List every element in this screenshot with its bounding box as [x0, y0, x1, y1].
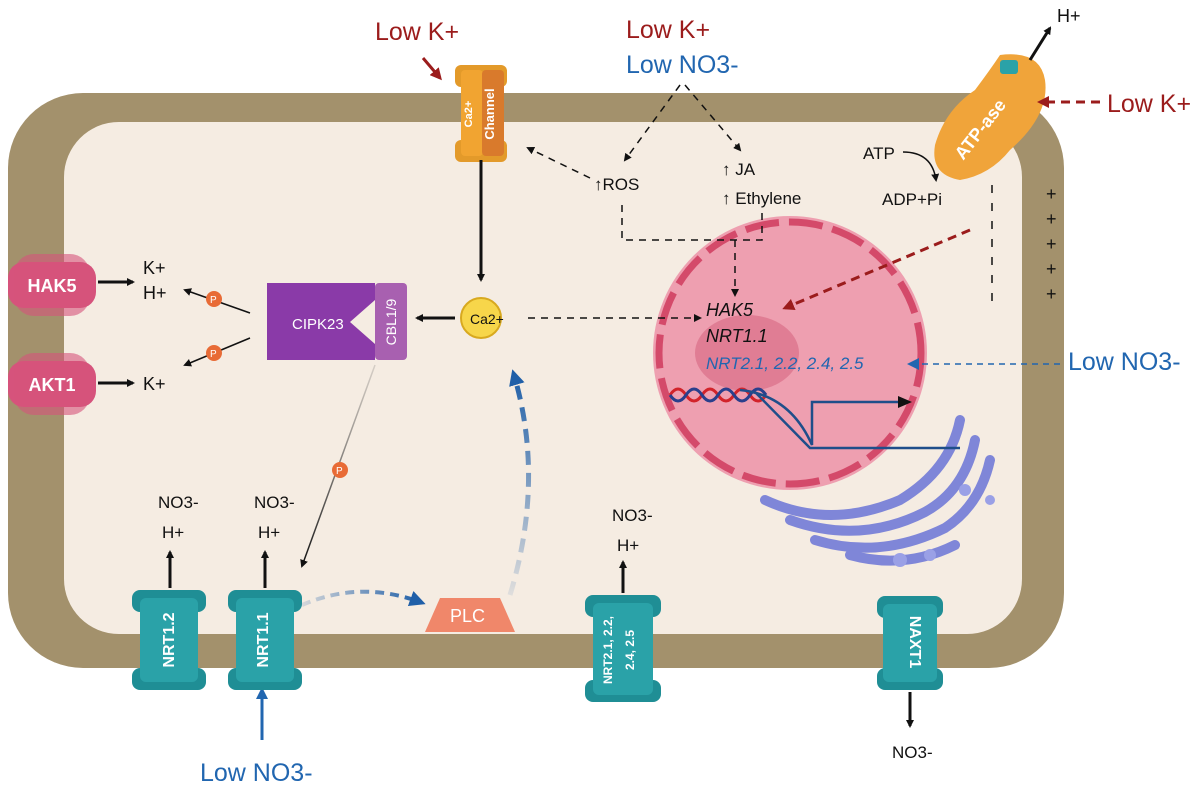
nrt2-label-line2: 2.4, 2.5 [623, 630, 637, 670]
naxt1-label: NAXT1 [906, 616, 923, 669]
low-no3-center-label: Low NO3- [626, 51, 739, 79]
ca-channel-label: Channel [482, 88, 497, 139]
phosphate-icon: P [332, 462, 348, 478]
ros-label: ↑ROS [594, 175, 639, 194]
membrane-potential-plus-signs: + + + + + [1046, 184, 1057, 304]
ca-channel-ca-label: Ca2+ [463, 101, 475, 128]
svg-text:+: + [1046, 259, 1057, 279]
akt1-k-label: K+ [143, 374, 166, 394]
gene-hak5-label: HAK5 [706, 300, 754, 320]
endoplasmic-reticulum [760, 415, 995, 567]
nrt11-h-label: H+ [258, 523, 280, 542]
nrt2-h-label: H+ [617, 536, 639, 555]
nrt2-transporter: NRT2.1, 2.2, 2.4, 2.5 [585, 595, 661, 702]
akt1-channel: AKT1 [8, 353, 96, 415]
plc-label: PLC [450, 606, 485, 626]
svg-text:P: P [336, 466, 343, 477]
nrt12-transporter: NRT1.2 [132, 590, 206, 690]
ja-label: ↑ JA [722, 160, 756, 179]
dna-helix-icon [668, 387, 768, 403]
hak5-h-label: H+ [143, 283, 167, 303]
plc-enzyme: PLC [425, 598, 515, 632]
gene-nrt11-label: NRT1.1 [706, 326, 768, 346]
nrt11-transceptor: NRT1.1 [228, 590, 302, 690]
svg-text:P: P [210, 295, 217, 306]
adp-label: ADP+Pi [882, 190, 942, 209]
low-no3-right-label: Low NO3- [1068, 348, 1181, 376]
nrt12-label: NRT1.2 [161, 612, 178, 667]
nucleolus [695, 315, 799, 391]
calcium-ion-label: Ca2+ [470, 311, 504, 327]
low-k-right-label: Low K+ [1107, 90, 1191, 118]
transcription-arrow [739, 388, 898, 446]
low-k-top-label: Low K+ [375, 18, 459, 46]
svg-text:P: P [210, 349, 217, 360]
naxt1-transporter: NAXT1 [877, 596, 943, 690]
nrt11-no3-label: NO3- [254, 493, 295, 512]
atpase-h-out: H+ [1057, 6, 1081, 26]
akt1-label: AKT1 [28, 375, 75, 395]
cipk23-label: CIPK23 [292, 316, 344, 333]
hak5-transporter: HAK5 [8, 254, 96, 316]
nrt2-no3-label: NO3- [612, 506, 653, 525]
naxt1-no3-label: NO3- [892, 743, 933, 762]
hak5-k-label: K+ [143, 258, 166, 278]
nrt11-label: NRT1.1 [255, 612, 272, 667]
nrt2-label-line1: NRT2.1, 2.2, [601, 616, 615, 684]
svg-text:+: + [1046, 284, 1057, 304]
svg-text:+: + [1046, 234, 1057, 254]
ca-channel: Ca2+ Channel [455, 65, 507, 162]
svg-text:+: + [1046, 209, 1057, 229]
low-no3-bottom-label: Low NO3- [200, 759, 313, 787]
gene-nrt2-label: NRT2.1, 2.2, 2.4, 2.5 [706, 354, 864, 373]
cipk23-complex: CIPK23 CBL1/9 [267, 283, 407, 360]
hak5-label: HAK5 [27, 276, 76, 296]
phosphate-icon: P [206, 291, 222, 307]
nrt12-no3-label: NO3- [158, 493, 199, 512]
cbl-label: CBL1/9 [383, 298, 399, 345]
phosphate-icon: P [206, 345, 222, 361]
low-k-center-label: Low K+ [626, 16, 710, 44]
nrt12-h-label: H+ [162, 523, 184, 542]
nuclear-envelope [655, 218, 925, 488]
atpase-pump: ATP-ase [934, 54, 1046, 180]
ethylene-label: ↑ Ethylene [722, 189, 801, 208]
atp-label: ATP [863, 144, 895, 163]
calcium-ion-icon [460, 297, 502, 339]
svg-text:+: + [1046, 184, 1057, 204]
